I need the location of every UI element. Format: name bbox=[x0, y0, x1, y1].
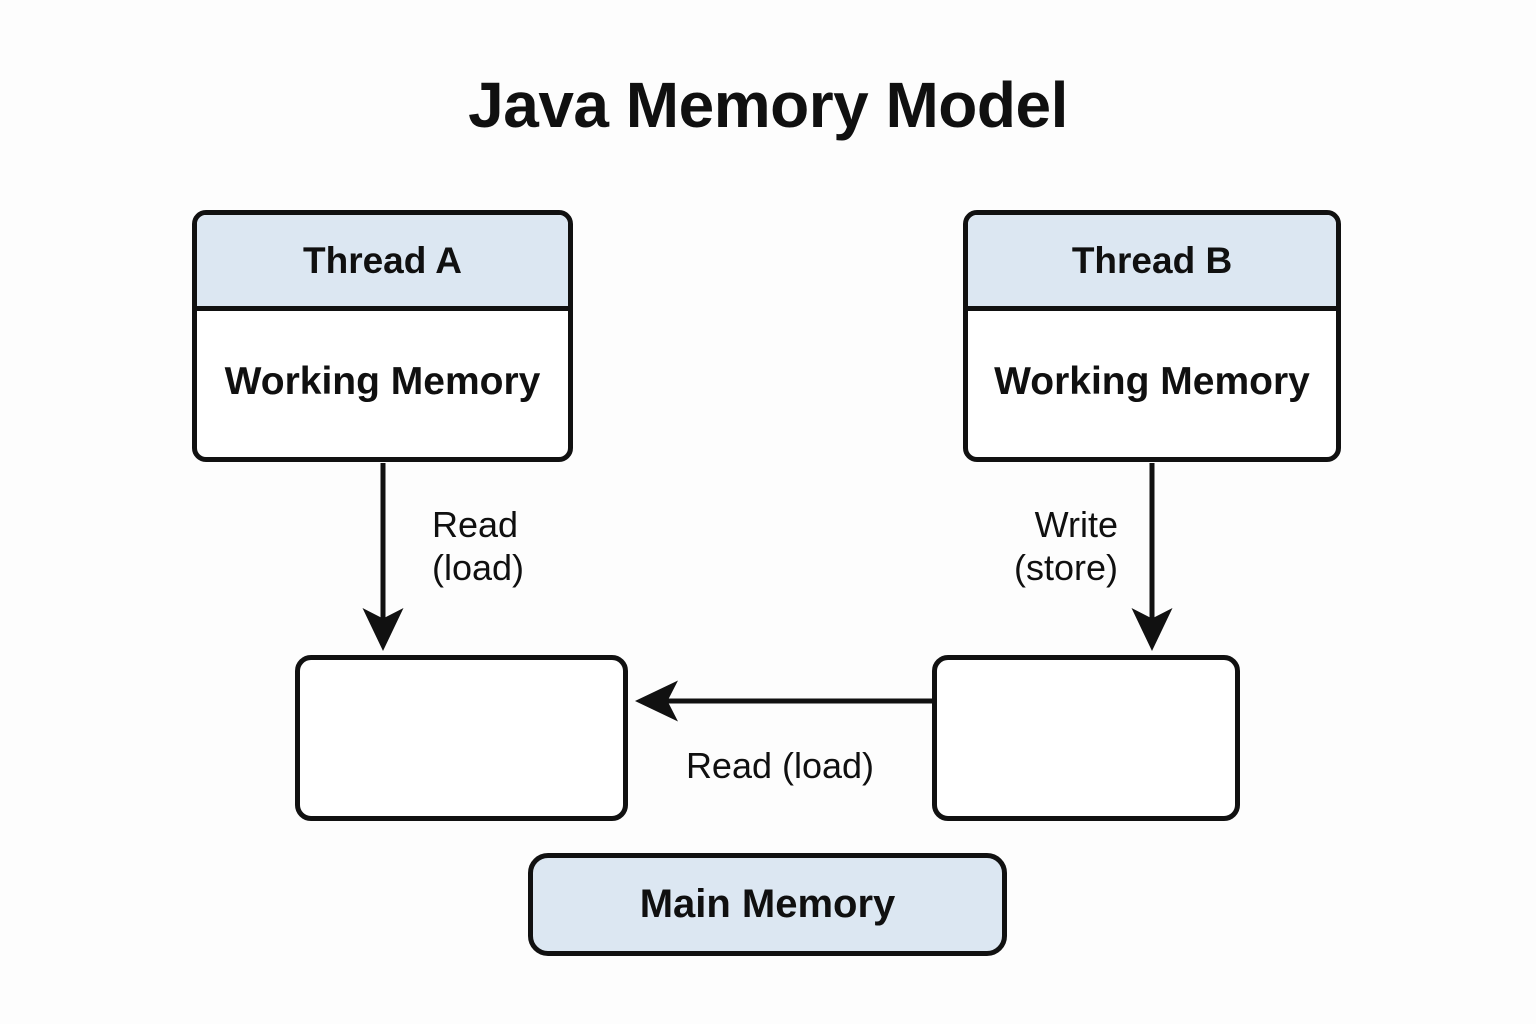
main-memory-box: Main Memory bbox=[528, 853, 1007, 956]
thread-b-working-memory: Working Memory bbox=[994, 359, 1310, 403]
edge-label-read-load-horizontal: Read (load) bbox=[685, 745, 875, 786]
thread-a-working-memory: Working Memory bbox=[224, 359, 541, 403]
thread-a-header: Thread A bbox=[197, 215, 568, 311]
edge-label-read-load-thread-a: Read (load) bbox=[432, 504, 525, 589]
thread-b-box: Thread B Working Memory bbox=[963, 210, 1341, 462]
main-memory-label: Main Memory bbox=[639, 882, 896, 926]
buffer-box-right bbox=[932, 655, 1240, 821]
thread-a-box: Thread A Working Memory bbox=[192, 210, 573, 462]
thread-b-header: Thread B bbox=[968, 215, 1336, 311]
edge-label-write-store-thread-b: Write (store) bbox=[1013, 504, 1118, 589]
buffer-box-left bbox=[295, 655, 628, 821]
page-title: Java Memory Model bbox=[468, 69, 1068, 141]
